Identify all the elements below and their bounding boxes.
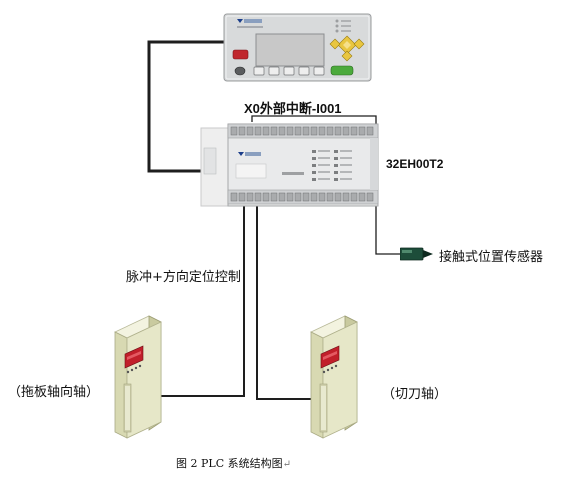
plc-terminal: [246, 126, 254, 136]
hmi-function-key: [298, 66, 310, 76]
delta-logo-icon: [237, 19, 243, 23]
servo-drive-right: [310, 315, 358, 439]
plc-model-label: 32EH00T2: [386, 157, 444, 171]
plc-indicator-tag: [340, 150, 352, 152]
plc-terminal: [302, 126, 310, 136]
plc-terminal: [326, 192, 334, 202]
plc-terminal: [270, 192, 278, 202]
plc-terminal: [334, 192, 342, 202]
plc-indicator-lamp: [334, 178, 338, 181]
plc-indicator-tag: [318, 178, 330, 180]
hmi-function-key: [253, 66, 265, 76]
plc-indicator-lamp: [312, 157, 316, 160]
plc-indicator-lamp: [334, 164, 338, 167]
paragraph-mark: ↵: [282, 459, 292, 470]
servo-right-label: （切刀轴）: [382, 387, 448, 402]
plc-terminal: [270, 126, 278, 136]
plc-indicator-lamp: [312, 171, 316, 174]
plc-terminal: [350, 192, 358, 202]
hmi-enter-key: [330, 65, 354, 76]
plc-indicator-lamp: [312, 164, 316, 167]
hmi-function-key: [283, 66, 295, 76]
hmi-esc-key: [232, 49, 249, 60]
plc-terminal: [334, 126, 342, 136]
plc-terminal: [366, 192, 374, 202]
plc-indicator-lamp: [312, 150, 316, 153]
sensor-tip-icon: [423, 250, 433, 258]
plc-terminal: [286, 126, 294, 136]
plc-indicator-lamp: [334, 171, 338, 174]
plc-terminal: [262, 192, 270, 202]
hmi-round-key: [234, 66, 246, 76]
plc-terminal: [342, 126, 350, 136]
sensor-wire: [251, 115, 402, 255]
plc-terminal: [238, 126, 246, 136]
position-sensor: [400, 247, 433, 261]
plc-terminal: [358, 192, 366, 202]
plc-terminal: [254, 126, 262, 136]
figure-caption: 图 2 PLC 系统结构图↵: [176, 455, 291, 471]
plc-indicator-lamp: [334, 150, 338, 153]
plc-terminal: [254, 192, 262, 202]
plc-terminal: [230, 192, 238, 202]
plc-indicator-tag: [318, 150, 330, 152]
plc-indicator-lamp: [334, 157, 338, 160]
plc-terminal: [238, 192, 246, 202]
plc-terminal: [358, 126, 366, 136]
plc-terminal: [294, 192, 302, 202]
plc-terminal: [318, 192, 326, 202]
sensor-label: 接触式位置传感器: [439, 250, 544, 265]
plc-terminal: [326, 126, 334, 136]
plc-terminal: [286, 192, 294, 202]
hmi-function-key: [268, 66, 280, 76]
hmi-function-key: [313, 66, 325, 76]
servo-drive-left: [114, 315, 162, 439]
plc-terminal: [318, 126, 326, 136]
plc-controller: [200, 123, 379, 207]
plc-terminal: [230, 126, 238, 136]
plc-terminal: [310, 192, 318, 202]
plc-terminal: [310, 126, 318, 136]
plc-terminal: [278, 192, 286, 202]
plc-terminal: [294, 126, 302, 136]
plc-indicator-tag: [318, 171, 330, 173]
hmi-direction-pad: [329, 35, 365, 62]
plc-terminal: [366, 126, 374, 136]
plc-indicator-lamp: [312, 178, 316, 181]
delta-logo-icon: [238, 152, 244, 156]
plc-terminal: [246, 192, 254, 202]
plc-terminal: [302, 192, 310, 202]
plc-indicator-tag: [340, 171, 352, 173]
plc-indicator-tag: [318, 157, 330, 159]
hmi-screen: [255, 33, 325, 67]
plc-indicator-tag: [340, 157, 352, 159]
sensor-body: [400, 247, 424, 261]
interrupt-label: X0外部中断-I001: [244, 101, 342, 116]
hmi-text-panel: [223, 13, 372, 82]
servo-left-cable: [147, 200, 245, 397]
servo-right-cable: [256, 200, 327, 400]
plc-terminal: [342, 192, 350, 202]
plc-indicator-tag: [318, 164, 330, 166]
plc-indicator-tag: [340, 178, 352, 180]
plc-terminal: [262, 126, 270, 136]
figure-caption-text: 图 2 PLC 系统结构图: [176, 457, 283, 470]
pulse-control-label: 脉冲+方向定位控制: [126, 270, 241, 285]
servo-left-label: （拖板轴向轴）: [8, 385, 100, 400]
plc-indicator-tag: [340, 164, 352, 166]
plc-terminal: [350, 126, 358, 136]
plc-terminal: [278, 126, 286, 136]
hmi-plc-cable: [147, 40, 232, 173]
